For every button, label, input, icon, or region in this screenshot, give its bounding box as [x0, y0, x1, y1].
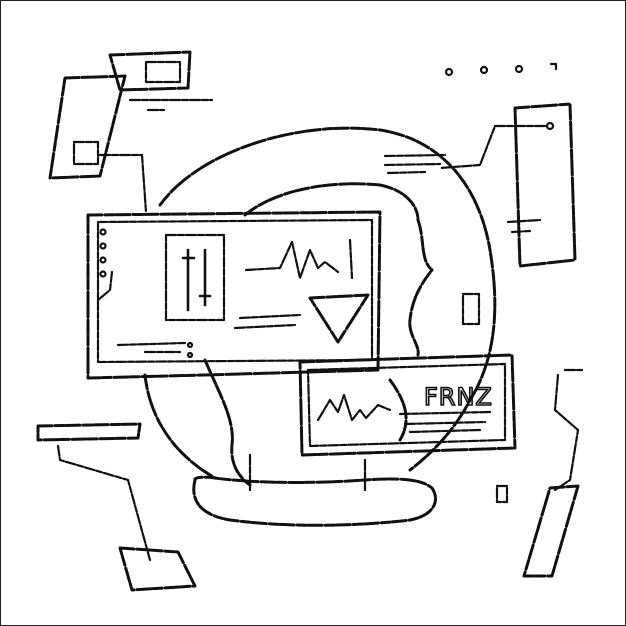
right-lower-card — [495, 368, 584, 578]
menu-dot-icon — [479, 65, 489, 75]
status-dot-icon — [99, 228, 107, 236]
indicator-dot-icon — [186, 351, 194, 359]
menu-dot-icon — [444, 67, 454, 77]
orb-base — [192, 475, 437, 527]
menu-dot-icon — [514, 64, 524, 74]
panel-glyphs: FRNZ — [424, 383, 493, 411]
main-panel — [86, 210, 382, 380]
top-right-dots — [444, 62, 558, 77]
indicator-dot-icon — [186, 341, 194, 349]
top-left-card — [48, 50, 214, 214]
waveform-line — [244, 240, 340, 280]
waveform-line — [316, 393, 392, 422]
secondary-panel: FRNZ — [298, 353, 517, 457]
right-card — [383, 102, 577, 326]
left-bar-card — [36, 422, 197, 592]
central-orb — [143, 126, 497, 492]
triangle-indicator — [308, 293, 370, 344]
slider-widget — [164, 233, 226, 322]
status-dot-icon — [99, 270, 107, 278]
status-dot-icon — [99, 242, 107, 250]
menu-dot-icon — [549, 62, 558, 72]
status-dot-icon — [99, 256, 107, 264]
